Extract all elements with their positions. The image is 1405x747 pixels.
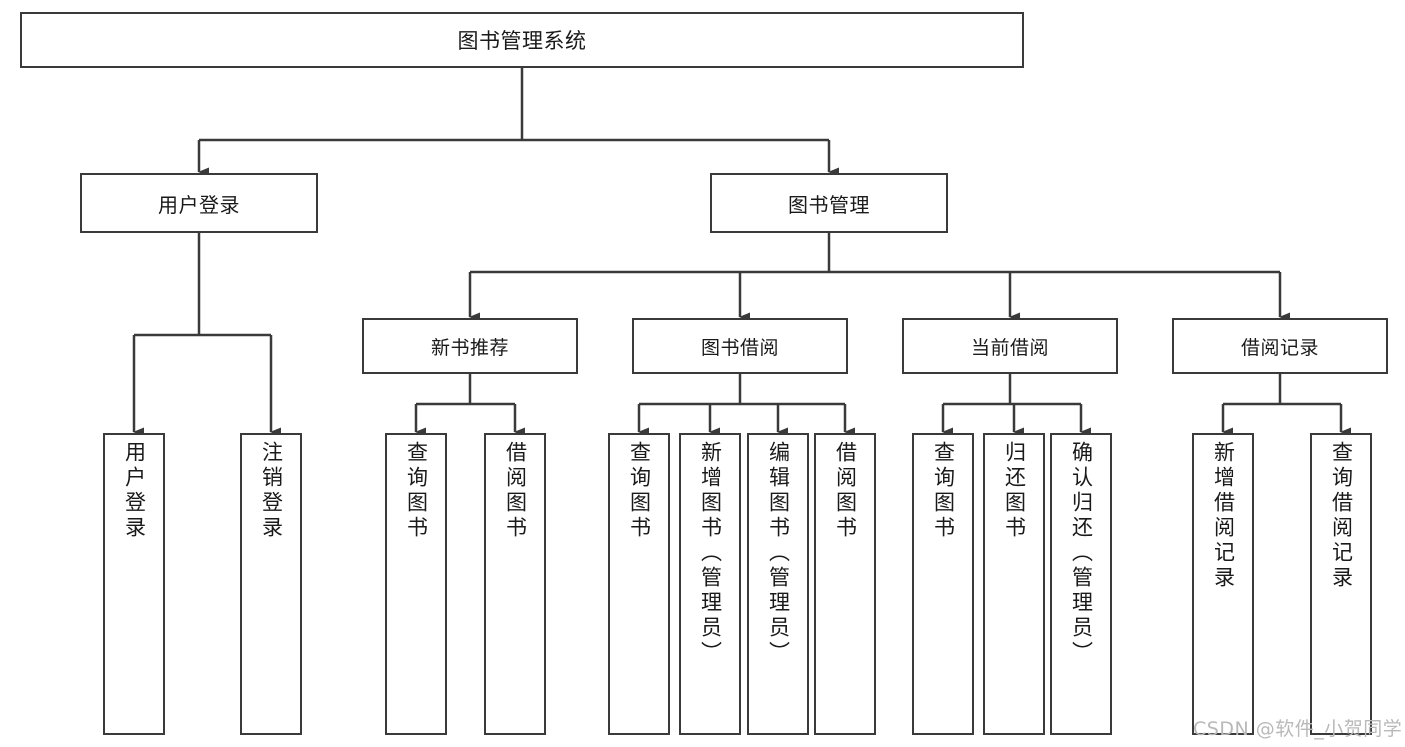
- watermark-text: CSDN @软件_小贺同学: [1193, 718, 1403, 740]
- node-leaf-5[interactable]: 新增图书（管理员）: [679, 433, 741, 735]
- node-l3-2[interactable]: 当前借阅: [902, 318, 1118, 374]
- node-label: 借阅图书: [503, 441, 528, 541]
- node-label: 图书管理: [788, 192, 870, 217]
- node-label: 新书推荐: [430, 336, 509, 359]
- node-label: 编辑图书（管理员）: [766, 441, 791, 666]
- node-label: 查询图书: [931, 441, 956, 541]
- node-label: 图书管理系统: [457, 29, 587, 53]
- node-label: 图书借阅: [700, 336, 779, 359]
- node-leaf-7[interactable]: 借阅图书: [814, 433, 876, 735]
- node-label: 查询图书: [404, 441, 429, 541]
- node-label: 查询图书: [627, 441, 652, 541]
- node-l3-1[interactable]: 图书借阅: [632, 318, 848, 374]
- node-leaf-11[interactable]: 新增借阅记录: [1192, 433, 1254, 735]
- node-l3-3[interactable]: 借阅记录: [1172, 318, 1388, 374]
- node-label: 归还图书: [1002, 441, 1027, 541]
- node-label: 新增借阅记录: [1211, 441, 1236, 591]
- node-label: 借阅图书: [833, 441, 858, 541]
- node-leaf-1[interactable]: 注销登录: [240, 433, 302, 735]
- node-root[interactable]: 图书管理系统: [20, 12, 1024, 68]
- node-label: 当前借阅: [970, 336, 1049, 359]
- node-l3-0[interactable]: 新书推荐: [362, 318, 578, 374]
- node-label: 用户登录: [122, 441, 147, 541]
- node-leaf-4[interactable]: 查询图书: [608, 433, 670, 735]
- node-label: 注销登录: [259, 441, 284, 541]
- node-leaf-3[interactable]: 借阅图书: [484, 433, 546, 735]
- node-label: 确认归还（管理员）: [1069, 441, 1094, 666]
- node-leaf-9[interactable]: 归还图书: [983, 433, 1045, 735]
- node-label: 新增图书（管理员）: [698, 441, 723, 666]
- node-label: 用户登录: [158, 192, 240, 217]
- node-leaf-8[interactable]: 查询图书: [912, 433, 974, 735]
- node-l2-0[interactable]: 用户登录: [80, 173, 318, 233]
- node-leaf-6[interactable]: 编辑图书（管理员）: [747, 433, 809, 735]
- node-label: 借阅记录: [1240, 336, 1319, 359]
- node-label: 查询借阅记录: [1329, 441, 1354, 591]
- node-leaf-12[interactable]: 查询借阅记录: [1310, 433, 1372, 735]
- node-leaf-10[interactable]: 确认归还（管理员）: [1050, 433, 1112, 735]
- node-leaf-0[interactable]: 用户登录: [103, 433, 165, 735]
- node-l2-1[interactable]: 图书管理: [710, 173, 948, 233]
- connector-lines: [132, 68, 1351, 437]
- node-leaf-2[interactable]: 查询图书: [385, 433, 447, 735]
